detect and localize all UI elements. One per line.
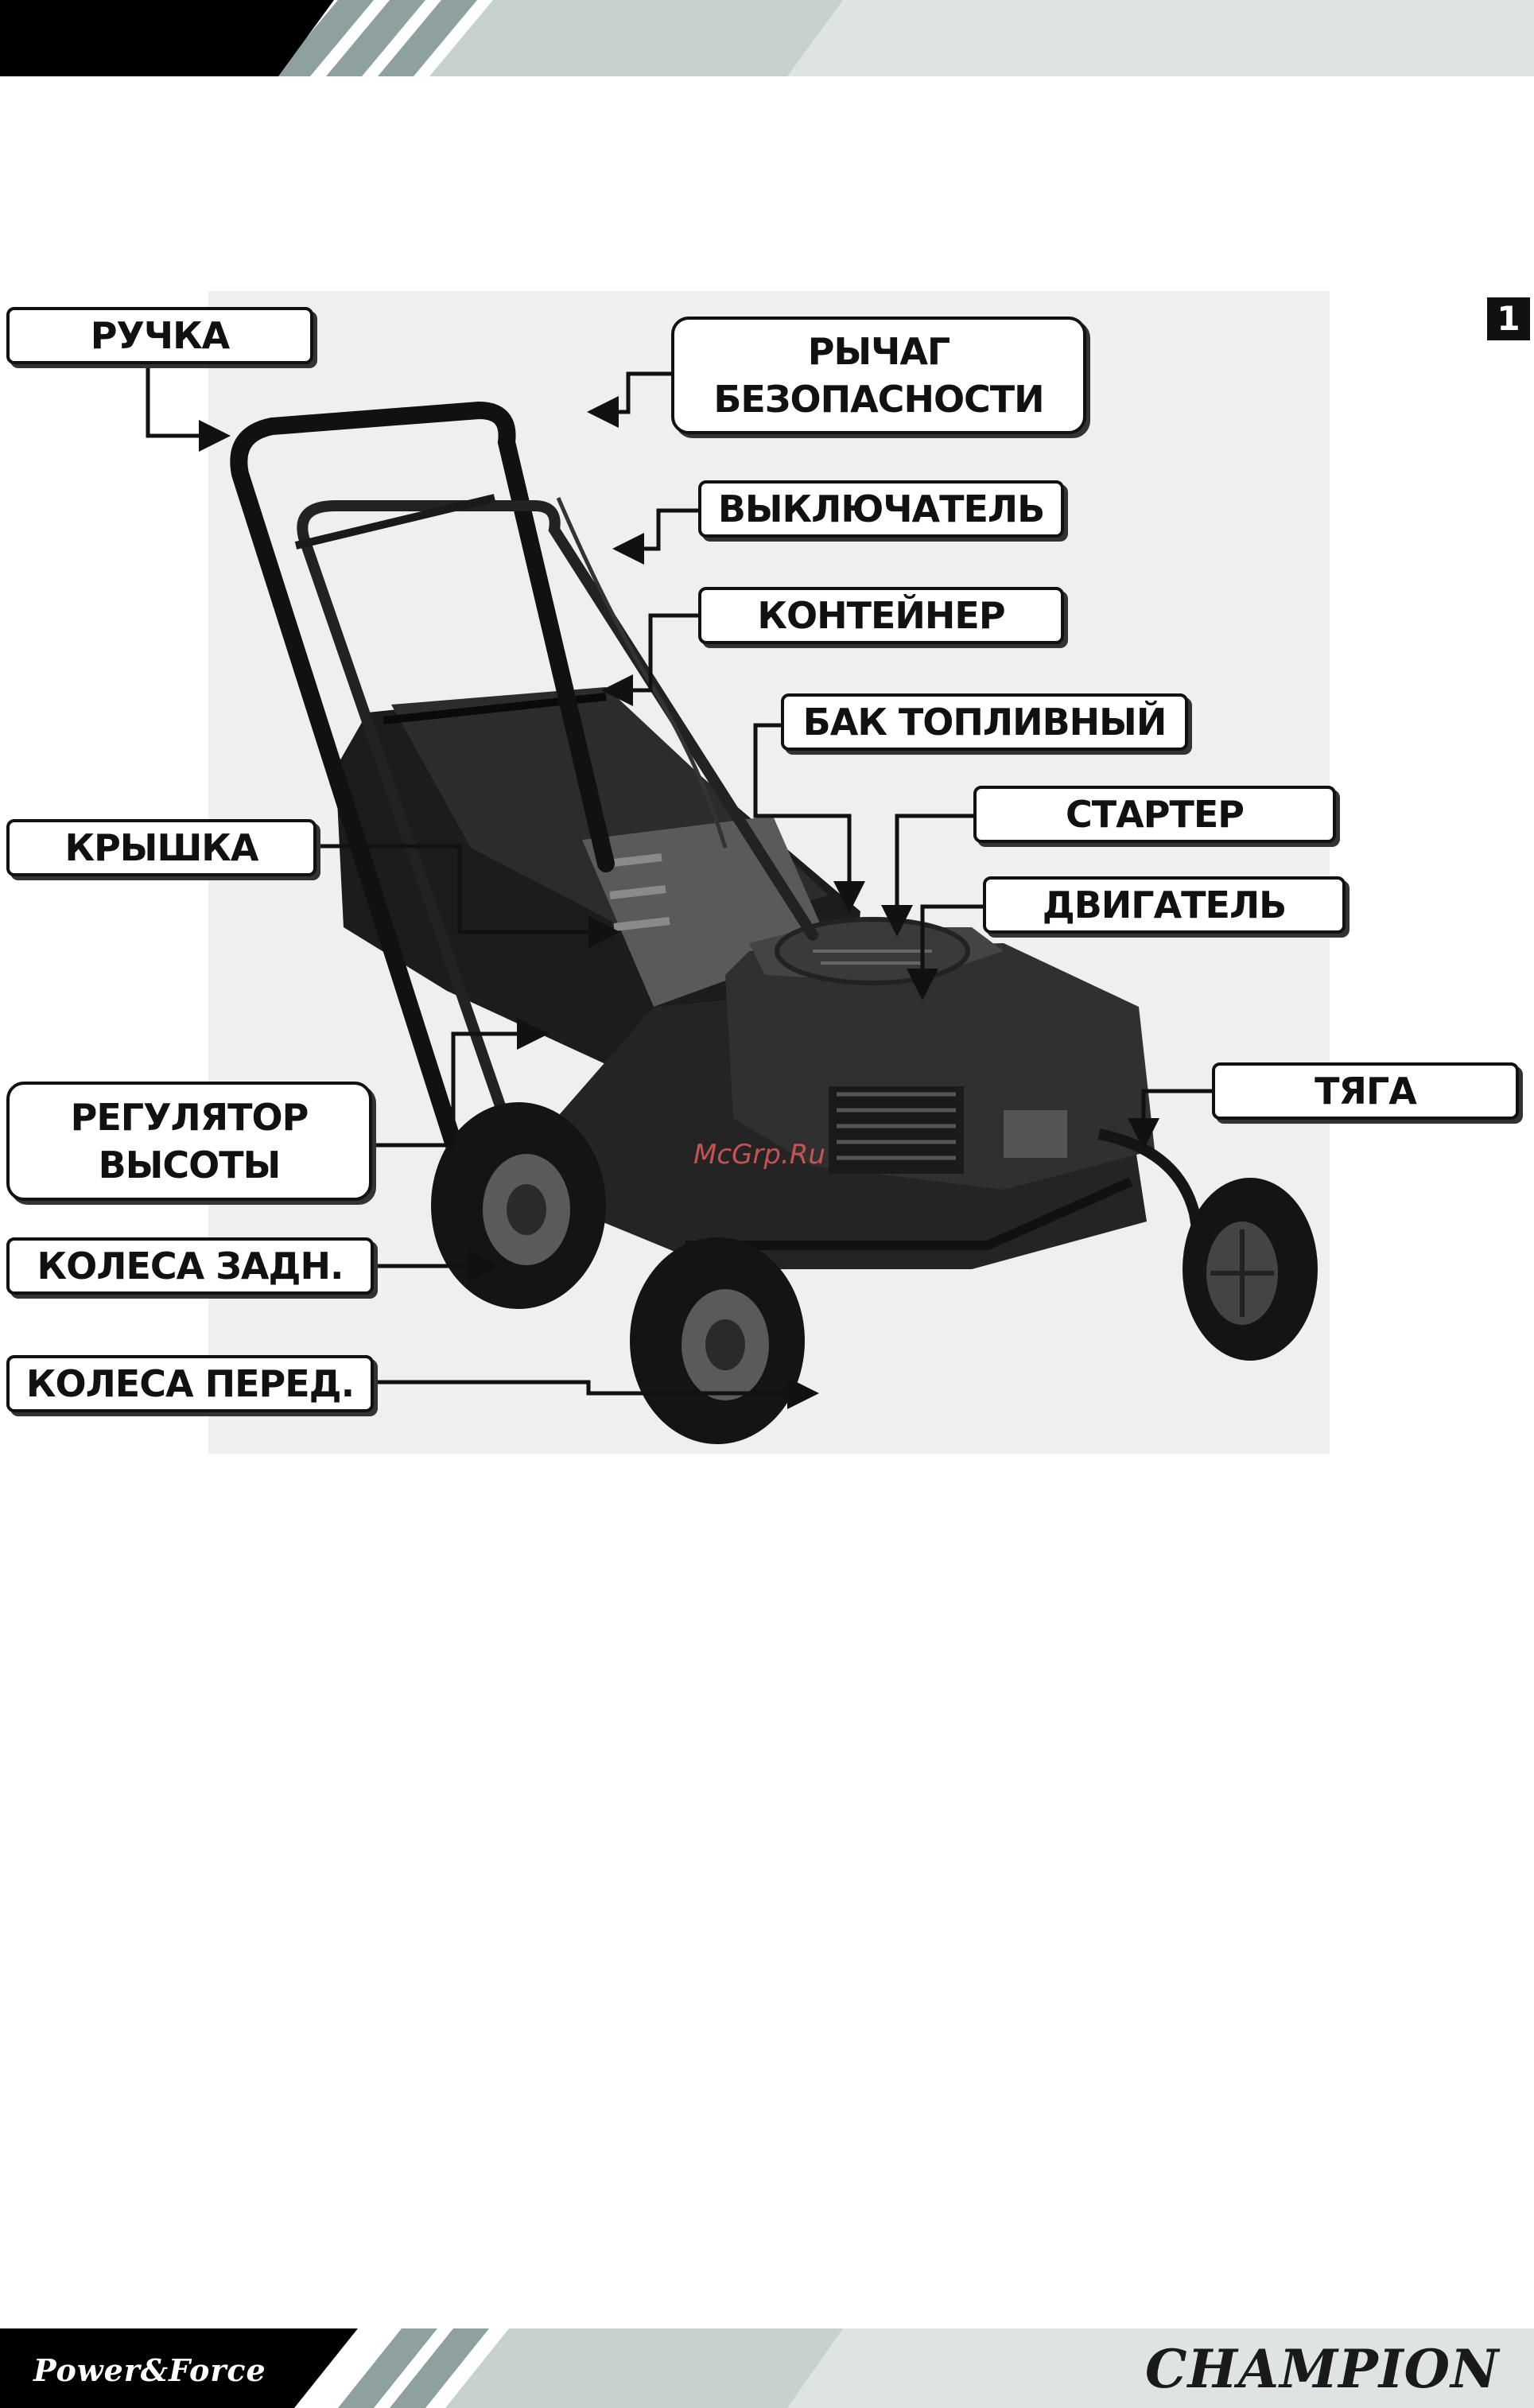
label-front-wheels-text: КОЛЕСА ПЕРЕД. xyxy=(26,1361,354,1407)
label-height-adjuster-line2: ВЫСОТЫ xyxy=(99,1141,281,1189)
label-switch: ВЫКЛЮЧАТЕЛЬ xyxy=(698,480,1064,538)
lawn-mower-illustration xyxy=(208,291,1330,1454)
label-handle-text: РУЧКА xyxy=(91,313,230,359)
label-fuel-tank-text: БАК ТОПЛИВНЫЙ xyxy=(803,699,1167,745)
label-cover-text: КРЫШКА xyxy=(64,825,258,871)
label-engine: ДВИГАТЕЛЬ xyxy=(983,876,1346,934)
label-engine-text: ДВИГАТЕЛЬ xyxy=(1043,882,1287,928)
label-starter-text: СТАРТЕР xyxy=(1066,791,1244,837)
label-rod-text: ТЯГА xyxy=(1315,1068,1416,1114)
label-safety-lever-line1: РЫЧАГ xyxy=(808,328,950,375)
label-container: КОНТЕЙНЕР xyxy=(698,587,1064,644)
label-front-wheels: КОЛЕСА ПЕРЕД. xyxy=(6,1355,374,1412)
label-height-adjuster: РЕГУЛЯТОР ВЫСОТЫ xyxy=(6,1082,372,1201)
label-rear-wheels: КОЛЕСА ЗАДН. xyxy=(6,1237,374,1295)
header-band xyxy=(0,0,1534,76)
footer-brand-power-force: Power&Force xyxy=(33,2352,266,2388)
label-starter: СТАРТЕР xyxy=(973,786,1336,843)
label-safety-lever: РЫЧАГ БЕЗОПАСНОСТИ xyxy=(671,317,1086,434)
watermark: McGrp.Ru xyxy=(693,1139,825,1171)
label-cover: КРЫШКА xyxy=(6,819,317,876)
page-number-badge: 1 xyxy=(1487,297,1530,340)
label-switch-text: ВЫКЛЮЧАТЕЛЬ xyxy=(718,486,1044,532)
label-fuel-tank: БАК ТОПЛИВНЫЙ xyxy=(781,693,1188,751)
label-rear-wheels-text: КОЛЕСА ЗАДН. xyxy=(37,1243,344,1289)
label-handle: РУЧКА xyxy=(6,307,313,364)
label-safety-lever-line2: БЕЗОПАСНОСТИ xyxy=(713,375,1043,423)
label-rod: ТЯГА xyxy=(1212,1062,1519,1120)
footer-brand-champion: CHAMPION xyxy=(1145,2338,1499,2400)
label-height-adjuster-line1: РЕГУЛЯТОР xyxy=(71,1093,309,1141)
label-container-text: КОНТЕЙНЕР xyxy=(757,592,1004,639)
